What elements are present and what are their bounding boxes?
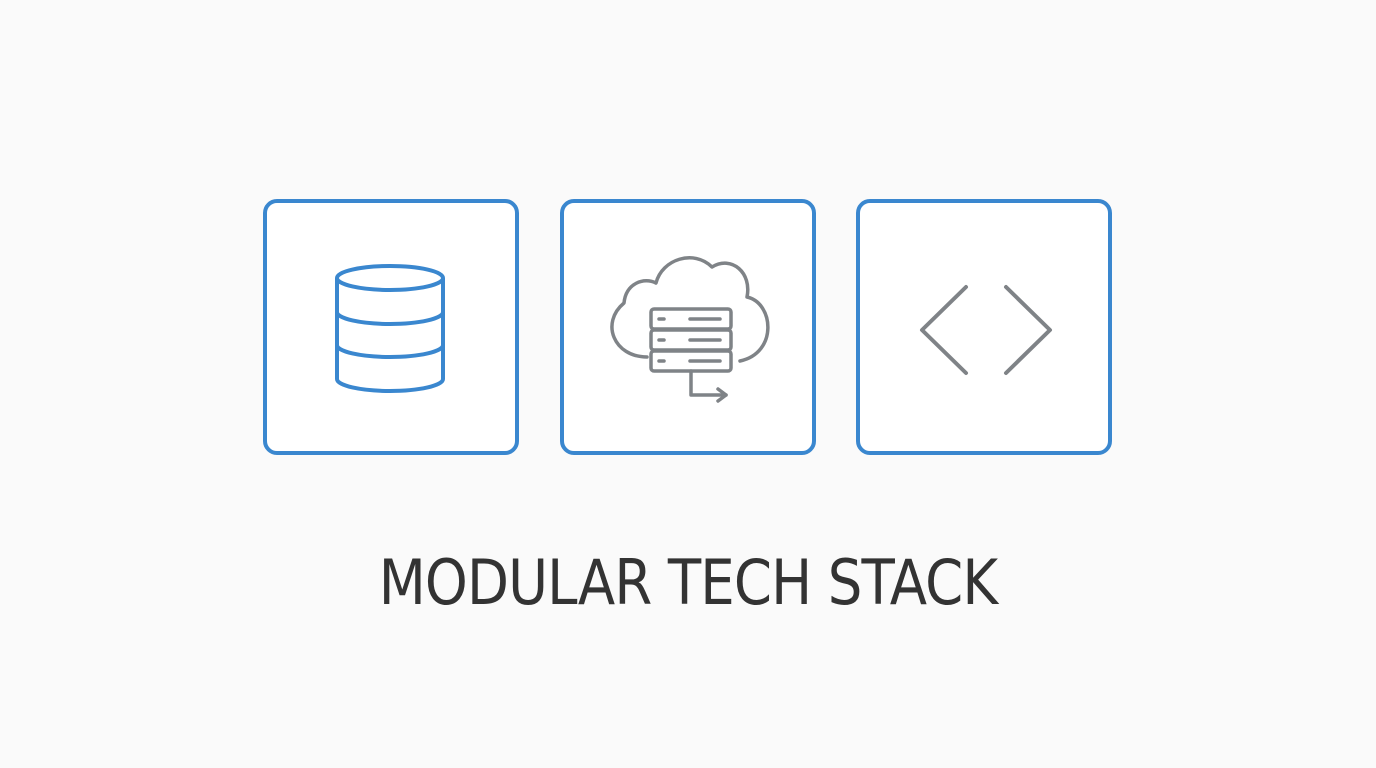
- database-tile: [263, 199, 519, 455]
- code-tile: [856, 199, 1112, 455]
- database-icon: [335, 264, 445, 393]
- page-title: MODULAR TECH STACK: [378, 546, 998, 619]
- code-brackets-icon: [920, 285, 1052, 375]
- cloud-server-icon: [610, 256, 770, 403]
- cloud-server-tile: [560, 199, 816, 455]
